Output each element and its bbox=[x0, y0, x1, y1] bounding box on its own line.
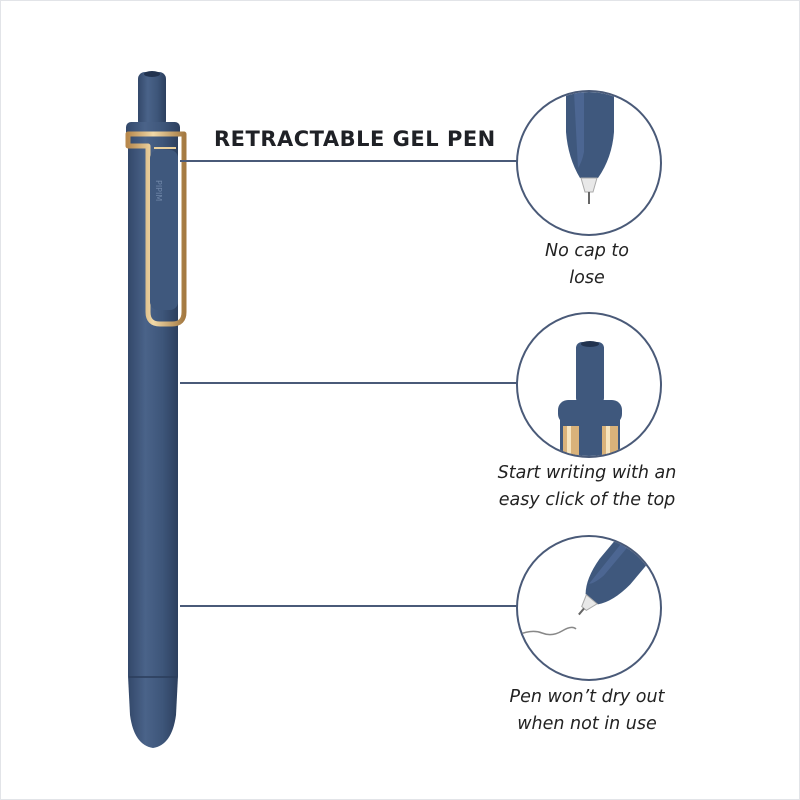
feature-circle-2 bbox=[516, 312, 662, 458]
product-title: RETRACTABLE GEL PEN bbox=[214, 127, 496, 151]
caption-line: Pen won’t dry out bbox=[509, 687, 665, 707]
feature-circle-1 bbox=[516, 90, 662, 236]
writing-tip-icon bbox=[518, 537, 660, 636]
feature-caption-3: Pen won’t dry out when not in use bbox=[457, 684, 717, 738]
caption-line: when not in use bbox=[517, 714, 657, 734]
brand-mark: PIPIM bbox=[154, 180, 163, 201]
pen-tip-icon bbox=[566, 92, 614, 204]
caption-line: Start writing with an bbox=[497, 463, 677, 483]
feature-circle-3 bbox=[516, 535, 662, 681]
connector-line-3 bbox=[180, 605, 518, 607]
connector-line-1 bbox=[180, 160, 518, 162]
pen-grip bbox=[128, 676, 178, 748]
caption-line: No cap to bbox=[545, 241, 629, 261]
caption-line: lose bbox=[569, 268, 605, 288]
click-top-icon bbox=[558, 341, 622, 456]
connector-line-2 bbox=[180, 382, 518, 384]
caption-line: easy click of the top bbox=[498, 490, 676, 510]
pen-plunger bbox=[138, 72, 166, 128]
feature-caption-2: Start writing with an easy click of the … bbox=[457, 460, 717, 514]
feature-caption-1: No cap to lose bbox=[457, 238, 717, 292]
pen-clip bbox=[125, 131, 187, 327]
